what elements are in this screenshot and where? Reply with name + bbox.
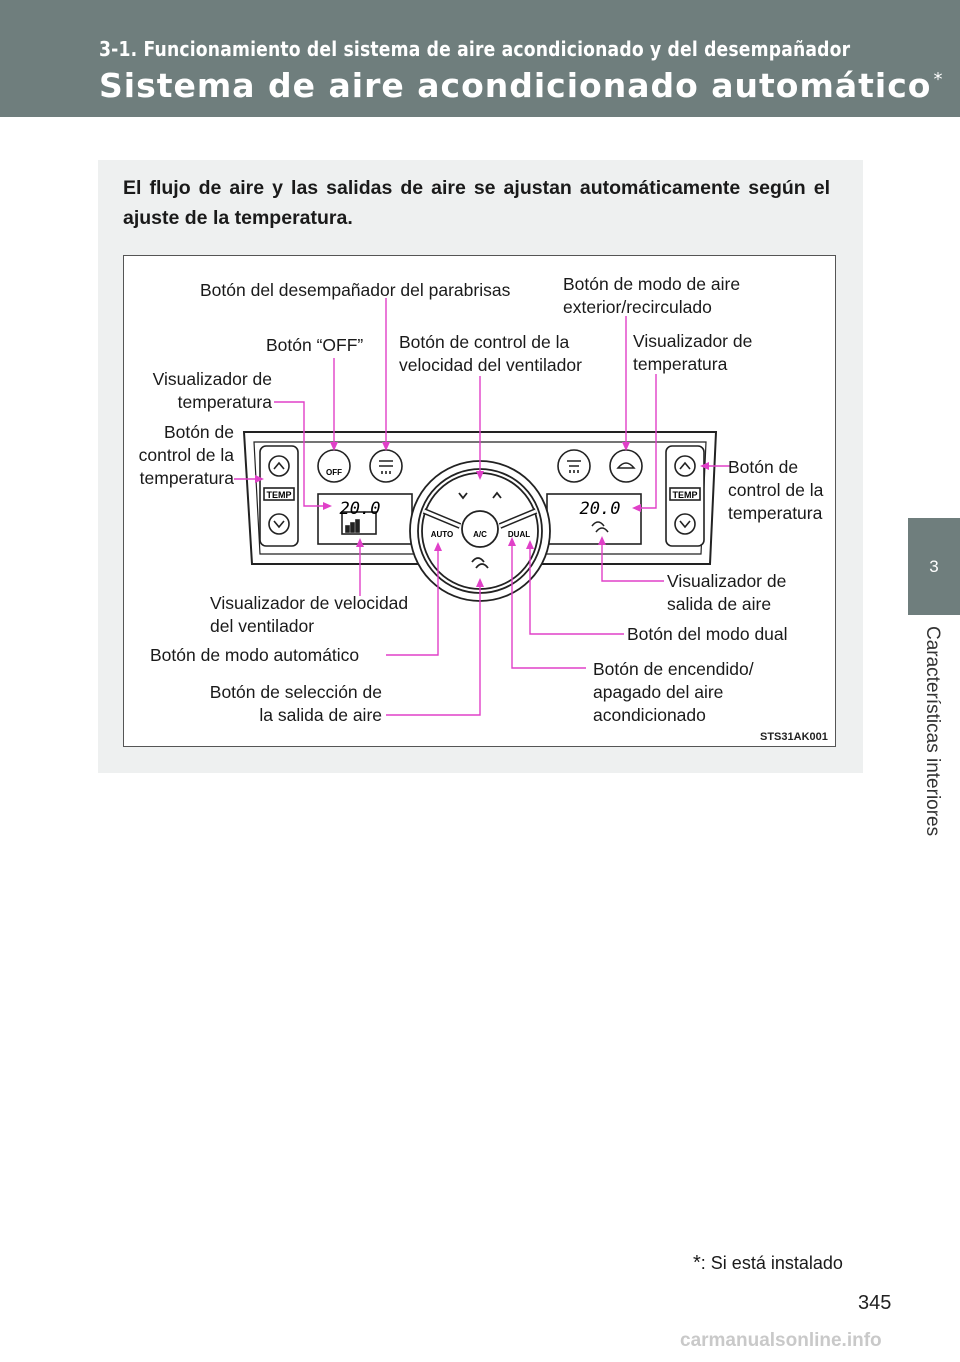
label-temp-button-right-line2: control de la <box>728 480 824 500</box>
label-temp-button-right-line3: temperatura <box>728 503 823 523</box>
dual-button-label: DUAL <box>508 530 530 539</box>
label-off: Botón “OFF” <box>266 335 364 355</box>
temp-readout-left: 20.0 <box>340 499 381 519</box>
page-header: 3-1. Funcionamiento del sistema de aire … <box>0 0 960 117</box>
section-heading: 3-1. Funcionamiento del sistema de aire … <box>99 37 851 61</box>
temp-button-right <box>665 445 705 547</box>
label-temp-display-left: Visualizador de temperatura <box>138 368 272 414</box>
temp-readout-right: 20.0 <box>580 499 621 519</box>
label-dual: Botón del modo dual <box>627 624 788 644</box>
label-temp-display-right-line2: temperatura <box>633 354 728 374</box>
label-outlet-selector-line2: la salida de aire <box>259 705 382 725</box>
ac-button-label: A/C <box>473 530 487 539</box>
label-temp-button-left: Botón de control de la temperatura <box>126 421 234 490</box>
page-title: Sistema de aire acondicionado automático… <box>99 66 943 105</box>
intro-text: El flujo de aire y las salidas de aire s… <box>123 177 830 229</box>
off-button-label: OFF <box>326 468 342 477</box>
label-recirc-line1: Botón de modo de aire <box>563 274 741 294</box>
label-fan-display-line2: del ventilador <box>210 616 315 636</box>
label-temp-button-right-line1: Botón de <box>728 457 799 477</box>
top-buttons <box>317 449 643 483</box>
panel-illustration: TEMP TEMP 20.0 20.0 <box>234 298 730 716</box>
auto-button-label: AUTO <box>431 530 454 539</box>
label-outlet-display-line1: Visualizador de <box>667 571 787 591</box>
chapter-label: Características interiores <box>922 626 943 837</box>
title-text: Sistema de aire acondicionado automático <box>99 66 932 105</box>
label-defroster: Botón del desempañador del parabrisas <box>200 280 511 300</box>
label-fan-control: Botón de control de la velocidad del ven… <box>399 331 582 377</box>
label-ac: Botón de encendido/ apagado del aire aco… <box>593 658 754 727</box>
climate-panel-figure: TEMP TEMP 20.0 20.0 <box>123 255 836 747</box>
label-ac-line1: Botón de encendido/ <box>593 659 754 679</box>
label-outlet-selector: Botón de selección de la salida de aire <box>164 681 382 727</box>
label-temp-button-left-line1: Botón de <box>163 422 234 442</box>
label-recirc-line2: exterior/recirculado <box>563 297 712 317</box>
display-left <box>317 493 413 545</box>
label-fan-display-line1: Visualizador de velocidad <box>210 593 409 613</box>
page-number: 345 <box>858 1292 892 1314</box>
label-temp-button-left-line3: temperatura <box>139 468 234 488</box>
label-fan-control-line2: velocidad del ventilador <box>399 355 582 375</box>
label-auto: Botón de modo automático <box>150 645 360 665</box>
chapter-tab[interactable]: 3 <box>908 518 960 615</box>
temp-button-left <box>259 445 299 547</box>
label-ac-line2: apagado del aire <box>593 682 724 702</box>
footnote: *: Si está instalado <box>693 1252 843 1275</box>
label-outlet-display-line2: salida de aire <box>667 594 772 614</box>
watermark: carmanualsonline.info <box>680 1330 882 1351</box>
leader-arrowheads <box>255 442 709 587</box>
footnote-text: : Si está instalado <box>700 1253 843 1273</box>
label-recirc: Botón de modo de aire exterior/recircula… <box>563 273 740 319</box>
temp-label-left: TEMP <box>266 490 291 500</box>
display-right <box>546 493 642 545</box>
label-temp-display-left-line2: temperatura <box>177 392 272 412</box>
leader-lines <box>234 298 730 716</box>
label-ac-line3: acondicionado <box>593 705 706 725</box>
label-temp-display-right-line1: Visualizador de <box>633 331 753 351</box>
label-temp-display-left-line1: Visualizador de <box>152 369 272 389</box>
temp-label-right: TEMP <box>672 490 697 500</box>
label-temp-display-right: Visualizador de temperatura <box>633 330 752 376</box>
label-outlet-selector-line1: Botón de selección de <box>209 682 382 702</box>
footnote-asterisk: * <box>693 1252 701 1274</box>
label-fan-display: Visualizador de velocidad del ventilador <box>210 592 408 638</box>
title-asterisk: * <box>933 69 944 90</box>
figure-code: STS31AK001 <box>760 731 828 743</box>
label-temp-button-left-line2: control de la <box>138 445 234 465</box>
label-fan-control-line1: Botón de control de la <box>399 332 570 352</box>
label-outlet-display: Visualizador de salida de aire <box>667 570 786 616</box>
label-temp-button-right: Botón de control de la temperatura <box>728 456 823 525</box>
